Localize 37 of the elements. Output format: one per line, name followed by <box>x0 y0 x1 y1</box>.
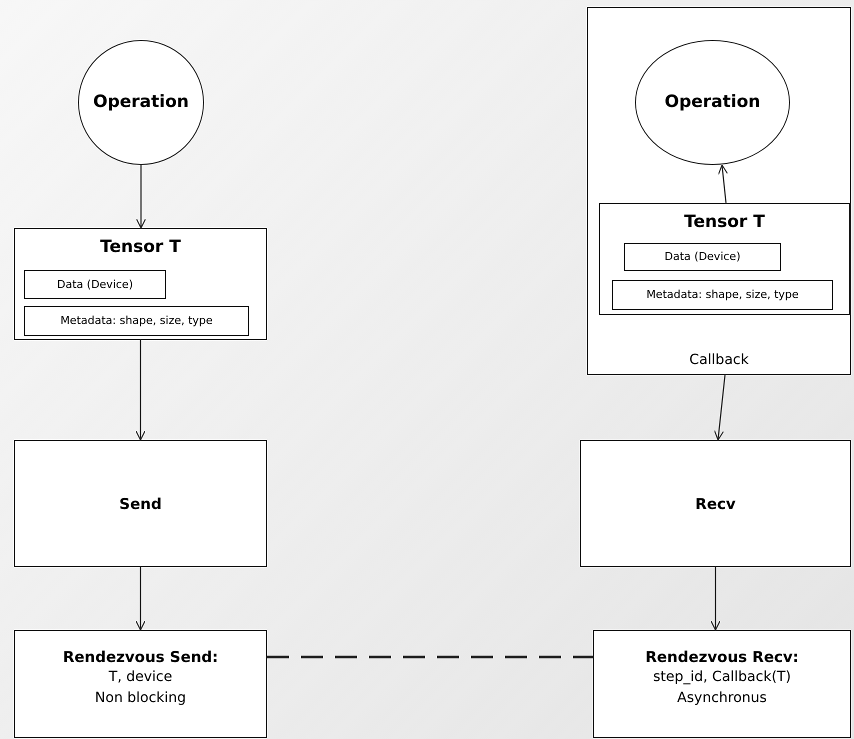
box-text: Non blocking <box>94 690 188 706</box>
process-box <box>14 440 267 567</box>
field-label: Data (Device) <box>664 250 742 263</box>
callback-container <box>587 7 851 375</box>
rendezvous-box <box>593 630 851 738</box>
rendezvous-box <box>14 630 267 738</box>
box-text: step_id, Callback(T) <box>652 669 792 685</box>
node-label: Operation <box>664 92 762 112</box>
tensor-box <box>599 203 850 315</box>
node-label: Operation <box>92 92 190 112</box>
arrow <box>135 340 146 441</box>
operation-ellipse <box>635 40 790 165</box>
field-label: Metadata: shape, size, type <box>59 314 214 327</box>
arrow <box>714 374 726 441</box>
box-heading: Tensor T <box>99 237 182 257</box>
field-box <box>612 280 833 310</box>
box-text: Asynchronus <box>676 690 768 706</box>
arrow <box>710 567 721 631</box>
arrow <box>718 164 728 204</box>
field-box <box>24 306 249 336</box>
box-label: Recv <box>694 494 737 512</box>
box-text: T, device <box>108 669 174 685</box>
field-box <box>24 270 166 299</box>
box-label: Send <box>118 494 163 512</box>
field-box <box>624 243 781 271</box>
field-label: Metadata: shape, size, type <box>645 288 800 301</box>
dashed-connector <box>267 656 593 658</box>
field-label: Data (Device) <box>56 278 134 290</box>
box-heading: Rendezvous Send: <box>62 648 220 666</box>
arrow <box>135 567 146 631</box>
tensor-box <box>14 228 267 340</box>
box-heading: Rendezvous Recv: <box>644 648 800 666</box>
operation-ellipse <box>78 40 204 165</box>
arrow <box>136 165 146 229</box>
process-box <box>580 440 851 567</box>
container-label: Callback <box>688 352 750 368</box>
box-heading: Tensor T <box>683 212 766 232</box>
